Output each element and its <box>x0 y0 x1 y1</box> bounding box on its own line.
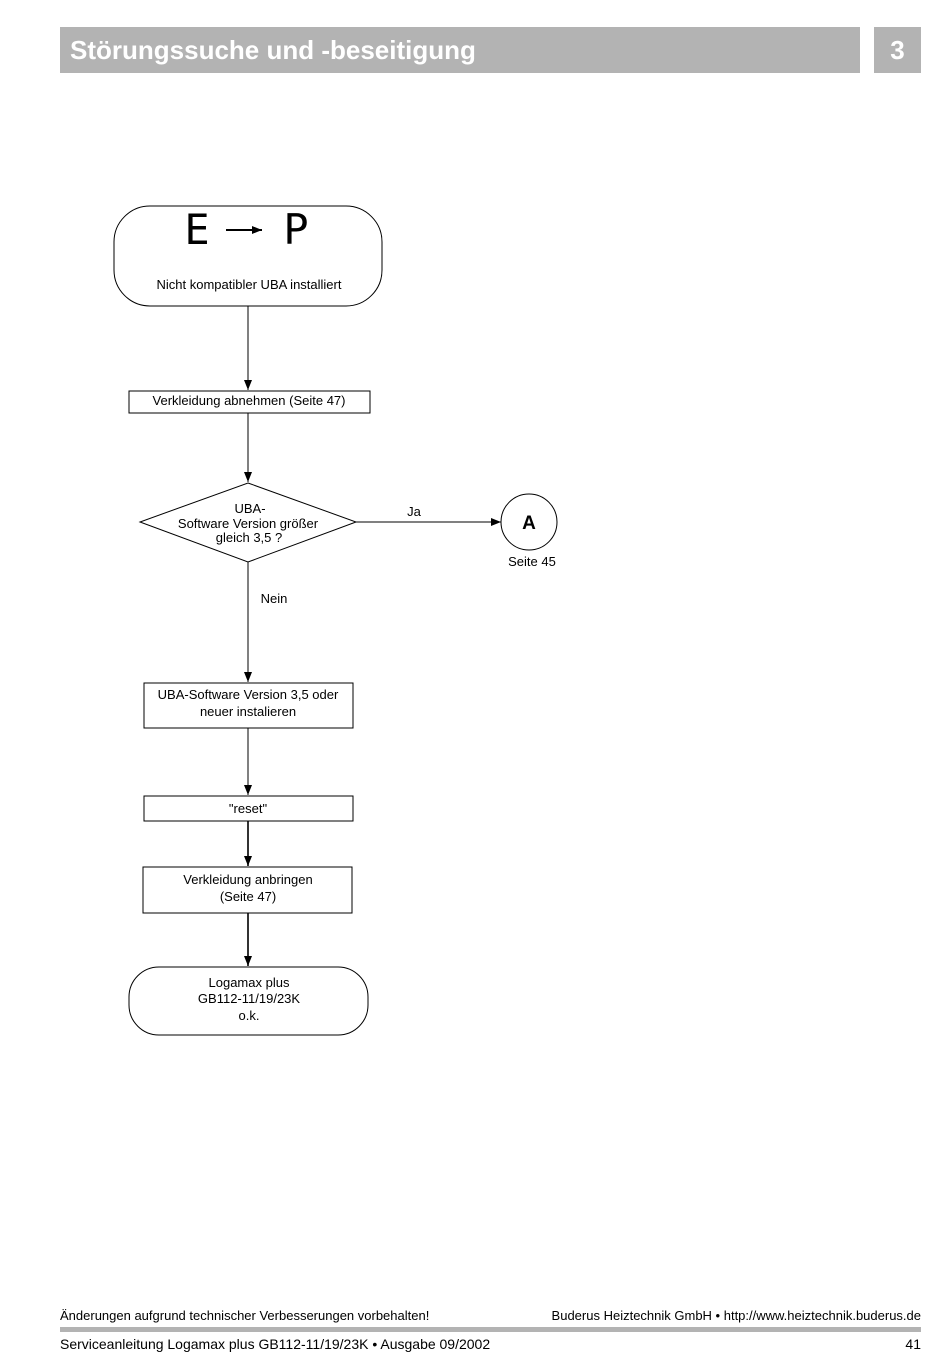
chapter-number: 3 <box>874 27 921 73</box>
process-install-software-line-1: UBA-Software Version 3,5 oder <box>158 687 339 702</box>
footer-divider <box>60 1327 921 1332</box>
page-title: Störungssuche und -beseitigung <box>60 27 860 73</box>
process-remove-cover-label: Verkleidung abnehmen (Seite 47) <box>153 393 346 408</box>
start-label: Nicht kompatibler UBA installiert <box>157 277 342 292</box>
yes-label: Ja <box>407 504 422 519</box>
connector-page-ref: Seite 45 <box>508 554 556 569</box>
process-install-software <box>143 682 354 729</box>
process-reset-label: "reset" <box>229 801 268 816</box>
end-terminal <box>128 966 369 1036</box>
process-attach-cover-line-1: Verkleidung anbringen <box>183 872 312 887</box>
display-letter-p: P <box>283 205 308 254</box>
no-label: Nein <box>261 591 288 606</box>
connector-a <box>500 493 558 551</box>
footer-disclaimer: Änderungen aufgrund technischer Verbesse… <box>60 1308 430 1323</box>
decision-line-1: UBA- <box>234 501 265 516</box>
decision-line-3: gleich 3,5 ? <box>216 530 283 545</box>
footer-manual-title: Serviceanleitung Logamax plus GB112-11/1… <box>60 1336 491 1352</box>
process-attach-cover <box>142 866 353 914</box>
end-line-1: Logamax plus <box>209 975 290 990</box>
process-install-software-line-2: neuer instalieren <box>200 704 296 719</box>
process-reset <box>143 795 354 822</box>
process-remove-cover <box>128 390 371 414</box>
end-line-3: o.k. <box>239 1008 260 1023</box>
process-attach-cover-line-2: (Seite 47) <box>220 889 276 904</box>
page-number: 41 <box>905 1336 921 1352</box>
connector-a-letter: A <box>522 513 536 534</box>
display-letter-e: E <box>184 205 209 254</box>
footer-company: Buderus Heiztechnik GmbH • http://www.he… <box>551 1308 921 1323</box>
end-line-2: GB112-11/19/23K <box>198 991 300 1006</box>
decision-line-2: Software Version größer <box>178 516 319 531</box>
